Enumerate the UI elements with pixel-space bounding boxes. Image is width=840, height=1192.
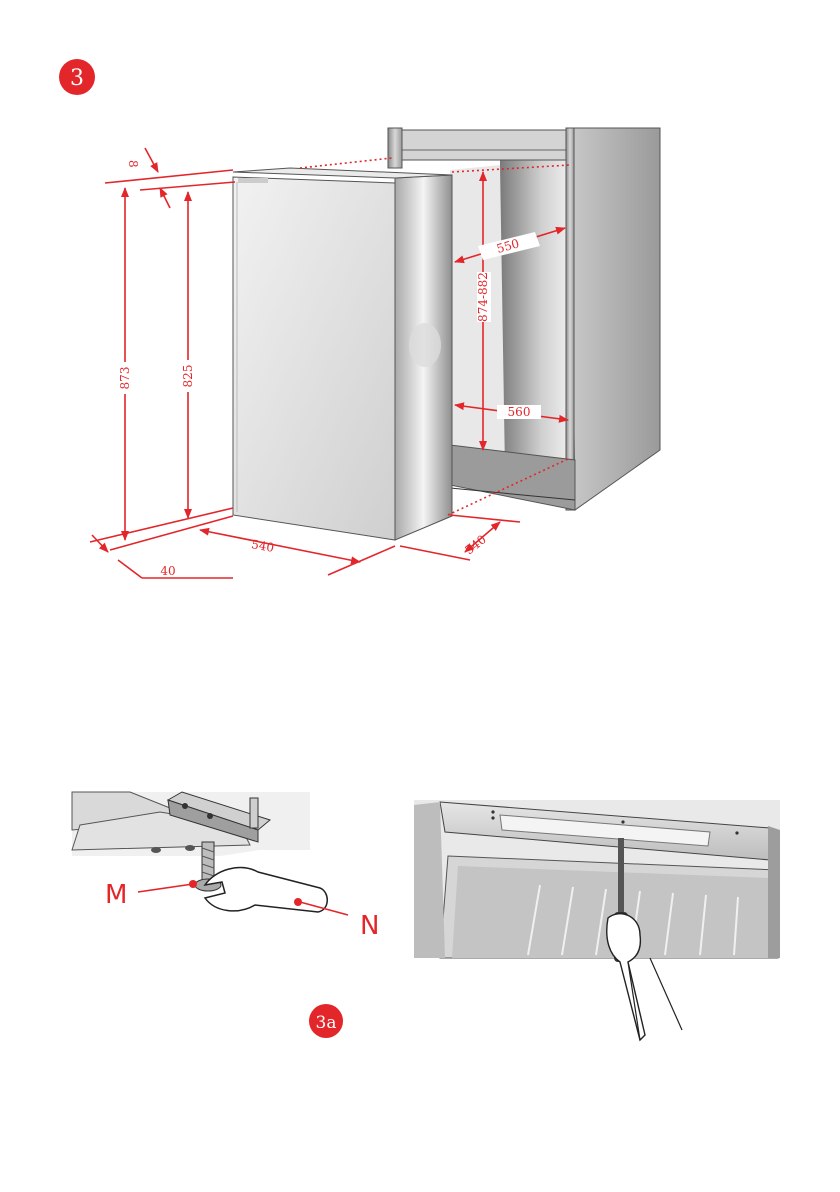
hand-icon (607, 914, 645, 1040)
step-badge: 3 (59, 59, 95, 95)
dim-body-height: 825 (181, 365, 195, 388)
callout-dot-n (294, 898, 302, 906)
screwdriver-shaft (618, 838, 624, 918)
dim-top-gap: 8 (126, 160, 140, 168)
refrigerator (233, 168, 452, 540)
dim-appliance-depth: 540 (250, 537, 275, 555)
step-badge-label: 3 (70, 66, 84, 91)
cabinet-right-post (566, 128, 574, 510)
label-n: N (360, 911, 379, 941)
refrigerator-top (233, 168, 452, 178)
dim-niche-width-bottom: 560 (508, 405, 531, 419)
callout-dot-m (189, 880, 197, 888)
sub-step-badge: 3a (309, 1004, 343, 1038)
label-m: M (105, 880, 127, 910)
cabinet-top-shelf (388, 130, 570, 160)
dim-niche-depth: 540 (462, 532, 489, 557)
cabinet-side-panel (570, 128, 660, 510)
dim-niche-height: 874-882 (476, 272, 490, 322)
cabinet-back-wall (500, 160, 568, 470)
sub-step-badge-label: 3a (316, 1013, 337, 1033)
refrigerator-door (233, 177, 395, 540)
top-panel-detail (414, 800, 780, 1040)
dim-total-height: 873 (118, 367, 132, 390)
wrench-icon (205, 868, 327, 912)
dim-door-offset: 40 (160, 564, 175, 578)
